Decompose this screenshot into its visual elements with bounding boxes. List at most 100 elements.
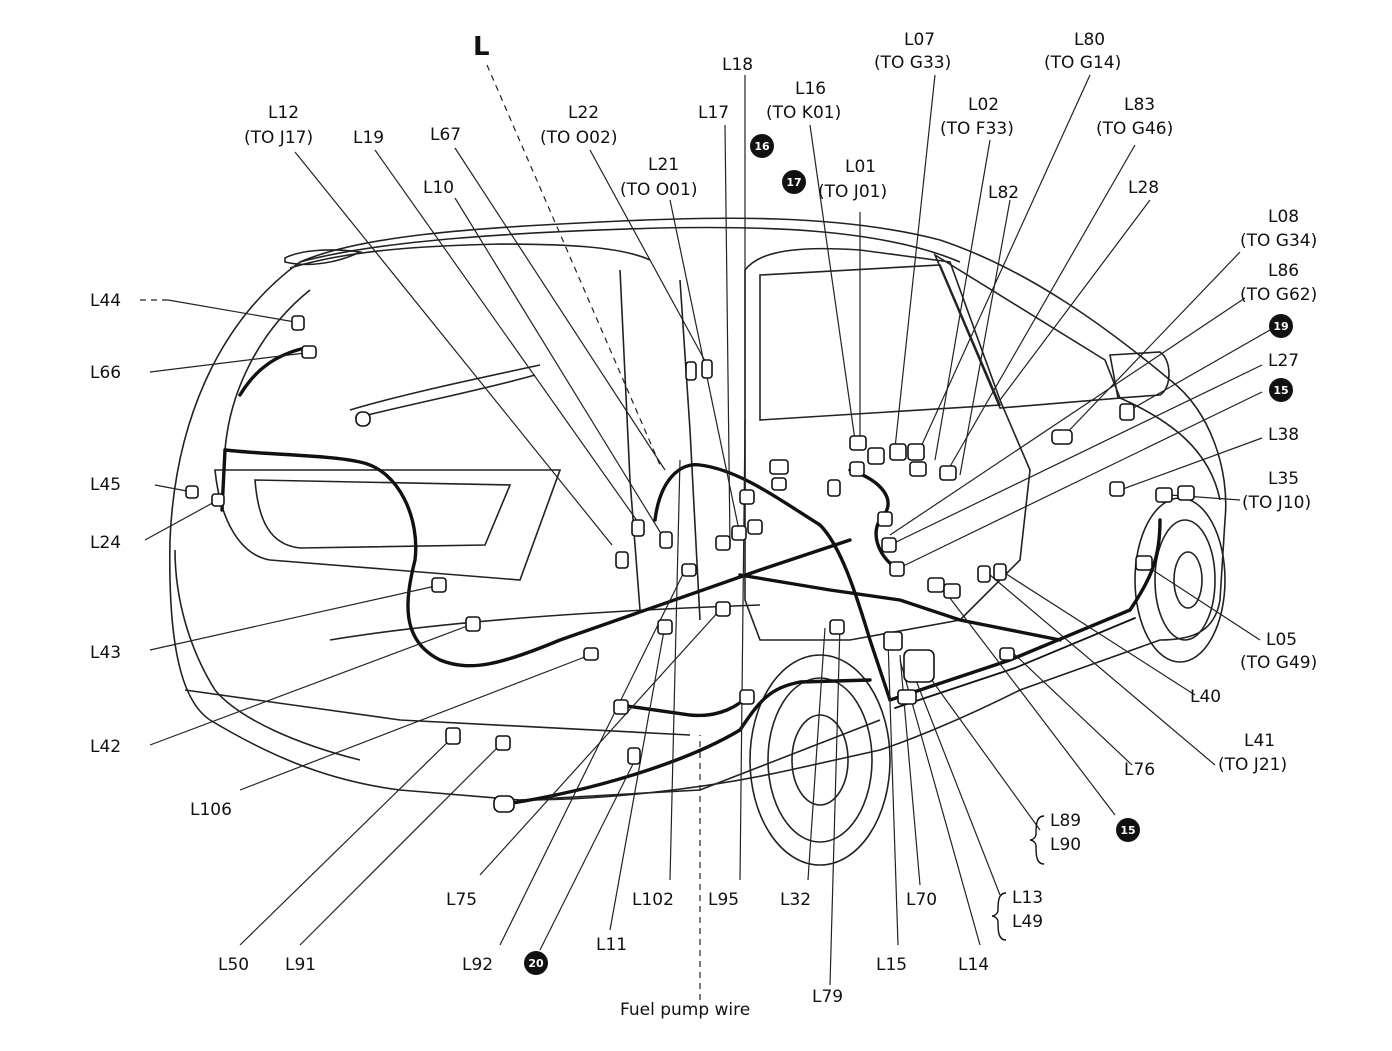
connector bbox=[465, 616, 481, 632]
connector bbox=[881, 537, 897, 553]
label-l41-to: (TO J21) bbox=[1218, 755, 1287, 775]
connector bbox=[943, 583, 961, 599]
badge-15-lower bbox=[1116, 818, 1140, 842]
connector bbox=[1109, 481, 1125, 497]
labels: L L12 (TO J17) L19 L67 L10 L22 (TO O02) … bbox=[90, 30, 1317, 1020]
label-l28: L28 bbox=[1128, 178, 1159, 198]
rear-hatch-panel bbox=[214, 469, 562, 581]
label-l102: L102 bbox=[632, 890, 674, 910]
fuel-pump-wire-caption: Fuel pump wire bbox=[620, 1000, 750, 1020]
rear-bumper bbox=[174, 549, 361, 761]
label-l18: L18 bbox=[722, 55, 753, 75]
connector bbox=[631, 519, 645, 537]
label-l08: L08 bbox=[1268, 207, 1299, 227]
rear-window bbox=[224, 289, 311, 451]
label-l17: L17 bbox=[698, 103, 729, 123]
connector bbox=[1155, 487, 1173, 503]
connector bbox=[1051, 429, 1073, 445]
harness-side-trunk-2 bbox=[894, 617, 1136, 709]
rear-glass bbox=[254, 479, 512, 549]
label-l80: L80 bbox=[1074, 30, 1105, 50]
connector bbox=[849, 435, 867, 451]
label-l02: L02 bbox=[968, 95, 999, 115]
connector bbox=[747, 519, 763, 535]
connector bbox=[739, 489, 755, 505]
label-l08-to: (TO G34) bbox=[1240, 231, 1317, 251]
roof-rail-inner bbox=[289, 243, 651, 269]
connector bbox=[291, 315, 305, 331]
label-l38: L38 bbox=[1268, 425, 1299, 445]
front-door bbox=[744, 247, 1031, 641]
connector bbox=[883, 631, 903, 651]
harness-rear-loop bbox=[223, 448, 852, 668]
label-l10: L10 bbox=[423, 178, 454, 198]
rear-wheel bbox=[749, 654, 891, 866]
connector bbox=[889, 561, 905, 577]
connector bbox=[211, 493, 225, 507]
connector bbox=[301, 345, 317, 359]
connector bbox=[827, 479, 841, 497]
label-l83: L83 bbox=[1124, 95, 1155, 115]
label-l106: L106 bbox=[190, 800, 232, 820]
label-l86: L86 bbox=[1268, 261, 1299, 281]
rear-spoiler bbox=[284, 249, 363, 266]
badge-17 bbox=[782, 170, 806, 194]
svg-text:15: 15 bbox=[1120, 824, 1135, 837]
floor-line bbox=[329, 604, 761, 641]
connector bbox=[185, 485, 199, 499]
svg-text:17: 17 bbox=[786, 176, 801, 189]
rear-wiper-blade bbox=[354, 374, 536, 419]
label-l01: L01 bbox=[845, 157, 876, 177]
svg-text:15: 15 bbox=[1273, 384, 1288, 397]
body-outline bbox=[168, 217, 1227, 801]
connector bbox=[909, 461, 927, 477]
connector bbox=[731, 525, 747, 541]
dashed-leaders bbox=[140, 64, 701, 1000]
rear-wiper bbox=[349, 364, 541, 411]
connector bbox=[445, 727, 461, 745]
label-l76: L76 bbox=[1124, 760, 1155, 780]
connectors bbox=[185, 315, 1195, 813]
b-pillar bbox=[619, 269, 641, 611]
connector bbox=[739, 689, 755, 705]
badges: 16 17 19 15 15 20 bbox=[524, 134, 1293, 975]
connector bbox=[715, 601, 731, 617]
label-l49: L49 bbox=[1012, 912, 1043, 932]
connector bbox=[583, 647, 599, 661]
label-l27: L27 bbox=[1268, 351, 1299, 371]
label-l42: L42 bbox=[90, 737, 121, 757]
svg-text:20: 20 bbox=[528, 957, 544, 970]
label-l21-to: (TO O01) bbox=[620, 180, 697, 200]
rear-bumper-lower bbox=[184, 689, 691, 736]
harness-main-floor bbox=[653, 463, 892, 702]
label-l24: L24 bbox=[90, 533, 121, 553]
svg-text:19: 19 bbox=[1273, 320, 1288, 333]
badge-19 bbox=[1269, 314, 1293, 338]
harness-rear-upper bbox=[238, 346, 307, 397]
label-l12-to: (TO J17) bbox=[244, 128, 313, 148]
door-window-frame bbox=[759, 264, 1002, 421]
label-l16: L16 bbox=[795, 79, 826, 99]
label-l35-to: (TO J10) bbox=[1242, 493, 1311, 513]
label-l44: L44 bbox=[90, 291, 121, 311]
connector bbox=[927, 577, 945, 593]
connector bbox=[867, 447, 885, 465]
connector bbox=[681, 563, 697, 577]
connector bbox=[613, 699, 629, 715]
badge-16 bbox=[750, 134, 774, 158]
label-l16-to: (TO K01) bbox=[766, 103, 841, 123]
connector bbox=[627, 747, 641, 765]
connector bbox=[493, 795, 515, 813]
label-l12: L12 bbox=[268, 103, 299, 123]
badge-15-upper bbox=[1269, 378, 1293, 402]
connector bbox=[355, 411, 371, 427]
label-l79: L79 bbox=[812, 987, 843, 1007]
label-l82: L82 bbox=[988, 183, 1019, 203]
label-l02-to: (TO F33) bbox=[940, 119, 1014, 139]
connector bbox=[977, 565, 991, 583]
leader-lines bbox=[144, 74, 1271, 986]
label-l70: L70 bbox=[906, 890, 937, 910]
label-l86-to: (TO G62) bbox=[1240, 285, 1317, 305]
connector bbox=[939, 465, 957, 481]
